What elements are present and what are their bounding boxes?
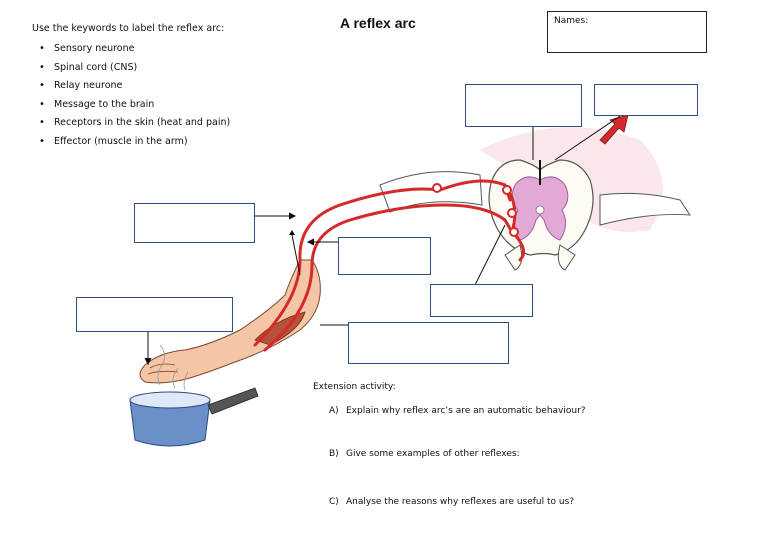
keyword-item: Effector (muscle in the arm) (39, 133, 232, 152)
label-box-effector[interactable] (348, 322, 509, 364)
question-text: Give some examples of other reflexes: (346, 449, 520, 459)
question-letter: C) (329, 497, 339, 507)
question-letter: B) (329, 449, 339, 459)
keyword-item: Message to the brain (39, 96, 232, 115)
names-label: Names: (554, 16, 589, 26)
names-field[interactable]: Names: (547, 11, 707, 53)
saucepan-illustration (129, 344, 259, 447)
extension-question-c: C) Analyse the reasons why reflexes are u… (329, 497, 574, 507)
keyword-item: Receptors in the skin (heat and pain) (39, 114, 232, 133)
question-text: Explain why reflex arc’s are an automati… (346, 406, 586, 416)
label-box-motor-neurone[interactable] (338, 237, 431, 275)
question-letter: A) (329, 406, 339, 416)
label-box-receptors[interactable] (76, 297, 233, 332)
instructions-panel: Use the keywords to label the reflex arc… (32, 20, 232, 151)
extension-heading: Extension activity: (313, 382, 396, 392)
label-box-relay-neurone[interactable] (430, 284, 533, 317)
label-box-sensory-neurone[interactable] (134, 203, 255, 243)
page-title: A reflex arc (340, 15, 416, 31)
instructions-intro: Use the keywords to label the reflex arc… (32, 23, 225, 34)
label-box-spinal-cord[interactable] (465, 84, 582, 127)
spinal-cord-illustration (488, 159, 594, 271)
extension-question-b: B) Give some examples of other reflexes: (329, 449, 520, 459)
keyword-item: Spinal cord (CNS) (39, 59, 232, 78)
keyword-item: Relay neurone (39, 77, 232, 96)
label-box-message-to-brain[interactable] (594, 84, 698, 116)
question-text: Analyse the reasons why reflexes are use… (346, 497, 575, 507)
keyword-list: Sensory neurone Spinal cord (CNS) Relay … (32, 40, 232, 151)
keyword-item: Sensory neurone (39, 40, 232, 59)
label-leader-lines (144, 115, 621, 366)
extension-question-a: A) Explain why reflex arc’s are an automa… (329, 406, 586, 416)
